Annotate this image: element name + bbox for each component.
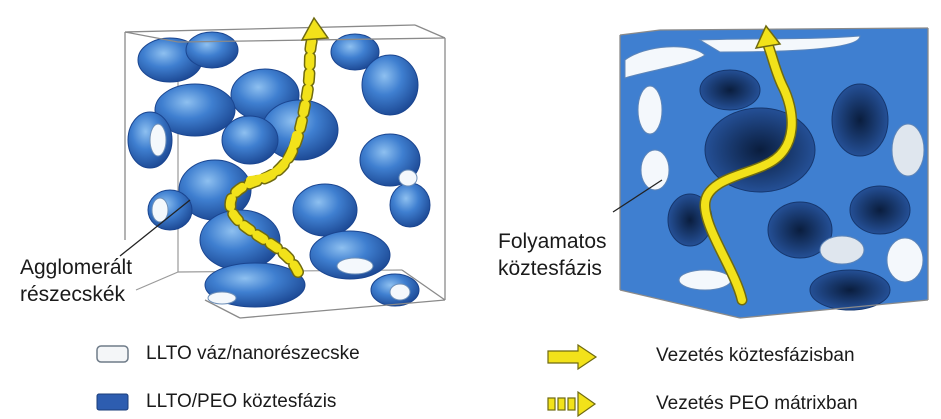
legend-arrow-solid-icon: [548, 345, 596, 369]
legend-text-llto-frame: LLTO váz/nanorészecske: [146, 343, 360, 365]
legend-text-conduction-peo: Vezetés PEO mátrixban: [656, 393, 858, 415]
legend-text-llto-peo: LLTO/PEO köztesfázis: [146, 391, 336, 413]
label-continuous-line1: Folyamatos: [498, 228, 607, 255]
right-cube-continuous: [613, 26, 928, 318]
label-continuous: Folyamatos köztesfázis: [498, 228, 607, 282]
legend-swatch-llto-frame: [97, 346, 128, 362]
legend-swatch-llto-peo: [97, 394, 128, 410]
legend-text-conduction-interphase: Vezetés köztesfázisban: [656, 345, 855, 367]
label-agglomerated-line1: Agglomerált: [20, 254, 132, 281]
label-continuous-line2: köztesfázis: [498, 255, 607, 282]
label-agglomerated-line2: részecskék: [20, 281, 132, 308]
label-agglomerated: Agglomerált részecskék: [20, 254, 132, 308]
legend-arrow-dashed-icon: [548, 392, 595, 416]
left-cube-agglomerated: [120, 18, 445, 318]
